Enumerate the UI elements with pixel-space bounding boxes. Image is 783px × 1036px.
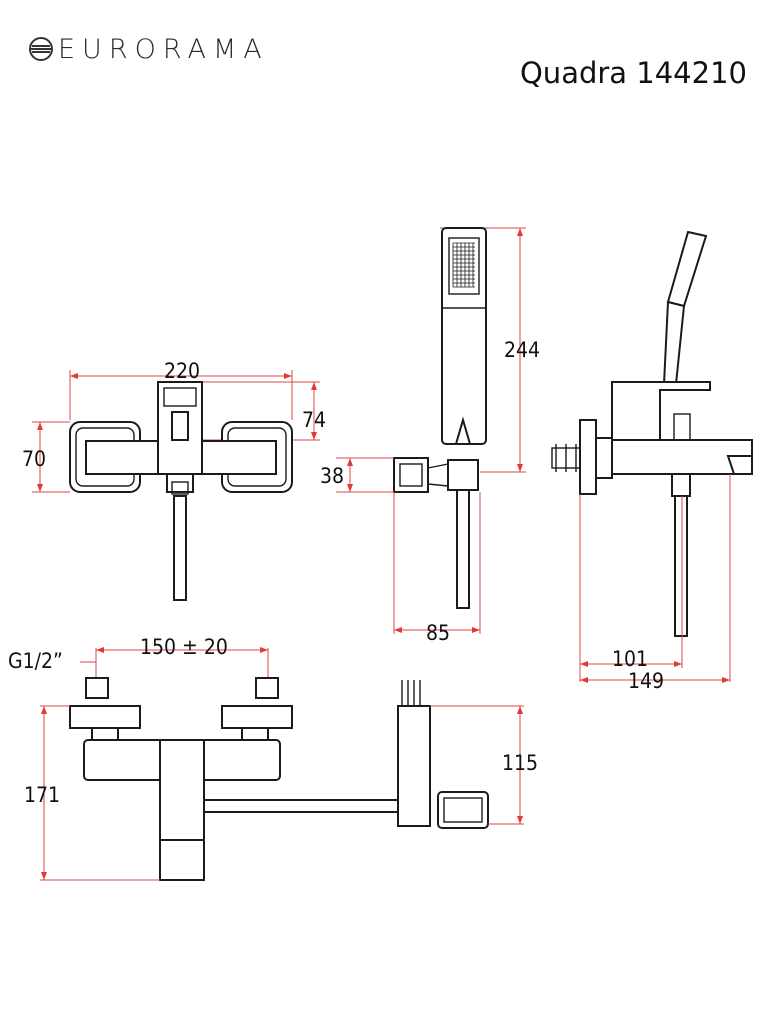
- brand-name: EURORAMA: [58, 33, 269, 65]
- dim-220: 220: [164, 359, 200, 383]
- shower-view: 244 38 85: [320, 227, 540, 645]
- dim-149: 149: [628, 669, 664, 693]
- brand-logo: EURORAMA: [28, 33, 269, 65]
- dim-115: 115: [502, 751, 538, 775]
- dim-101: 101: [612, 647, 648, 671]
- dim-70: 70: [22, 447, 46, 471]
- dim-74: 74: [302, 408, 326, 432]
- dim-85: 85: [426, 621, 450, 645]
- dim-244: 244: [504, 338, 540, 362]
- eurorama-logo-icon: [29, 37, 53, 61]
- bottom-view: G1/2” 150 ± 20 171 115: [8, 635, 538, 881]
- dim-150: 150 ± 20: [140, 635, 228, 659]
- dim-38: 38: [320, 464, 344, 488]
- front-view: 220 74 70: [22, 359, 326, 601]
- dim-thread: G1/2”: [8, 649, 63, 673]
- model-title: Quadra 144210: [519, 56, 747, 90]
- dim-171: 171: [24, 783, 60, 807]
- side-view: 101 149: [551, 230, 753, 693]
